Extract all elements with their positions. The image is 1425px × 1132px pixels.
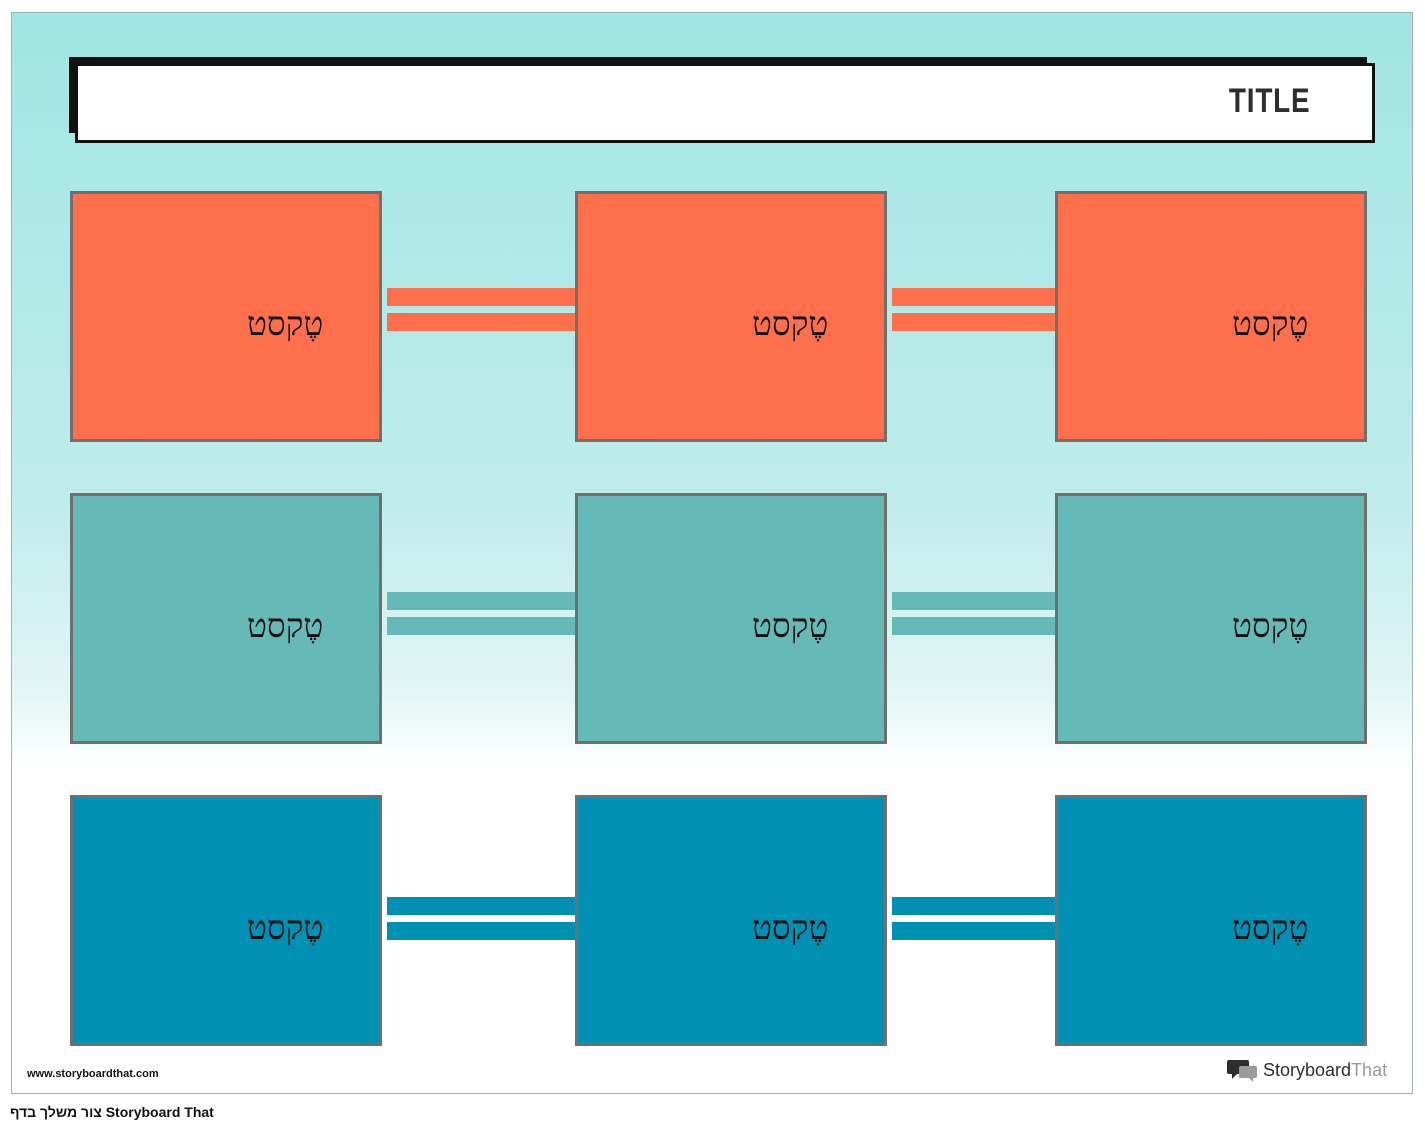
connector-bar xyxy=(892,288,1057,306)
brand-name-part1: Storyboard xyxy=(1263,1059,1352,1080)
box-label: טֶקסט xyxy=(1232,908,1309,947)
credit-line: צור משלך בדף Storyboard That xyxy=(10,1104,214,1120)
text-box[interactable]: טֶקסט xyxy=(575,795,887,1046)
box-label: טֶקסט xyxy=(752,908,829,947)
title-box[interactable]: TITLE xyxy=(75,63,1375,143)
connector-bar xyxy=(387,617,577,635)
connector-bar xyxy=(892,617,1057,635)
box-label: טֶקסט xyxy=(752,606,829,645)
connector-bar xyxy=(892,897,1057,915)
worksheet: TITLE טֶקסט טֶקסט טֶקסט טֶקסט טֶקסט טֶקס… xyxy=(11,12,1413,1094)
text-box[interactable]: טֶקסט xyxy=(575,191,887,442)
text-box[interactable]: טֶקסט xyxy=(70,493,382,744)
connector-bar xyxy=(387,288,577,306)
text-box[interactable]: טֶקסט xyxy=(1055,191,1367,442)
box-label: טֶקסט xyxy=(1232,304,1309,343)
connector-bar xyxy=(387,922,577,940)
connector-bar xyxy=(892,592,1057,610)
credit-brand: Storyboard That xyxy=(105,1104,214,1120)
connector-bar xyxy=(387,313,577,331)
box-label: טֶקסט xyxy=(247,304,324,343)
speech-bubbles-icon xyxy=(1227,1060,1257,1082)
text-box[interactable]: טֶקסט xyxy=(70,191,382,442)
title-text: TITLE xyxy=(1228,82,1310,120)
box-label: טֶקסט xyxy=(247,606,324,645)
box-label: טֶקסט xyxy=(752,304,829,343)
text-box[interactable]: טֶקסט xyxy=(1055,795,1367,1046)
connector-bar xyxy=(892,313,1057,331)
box-label: טֶקסט xyxy=(1232,606,1309,645)
box-label: טֶקסט xyxy=(247,908,324,947)
website-url: www.storyboardthat.com xyxy=(27,1068,159,1080)
text-box[interactable]: טֶקסט xyxy=(575,493,887,744)
connector-bar xyxy=(387,897,577,915)
connector-bar xyxy=(387,592,577,610)
connector-bar xyxy=(892,922,1057,940)
text-box[interactable]: טֶקסט xyxy=(1055,493,1367,744)
brand-name-part2: That xyxy=(1351,1059,1388,1080)
text-box[interactable]: טֶקסט xyxy=(70,795,382,1046)
credit-hebrew: צור משלך בדף xyxy=(10,1104,102,1120)
